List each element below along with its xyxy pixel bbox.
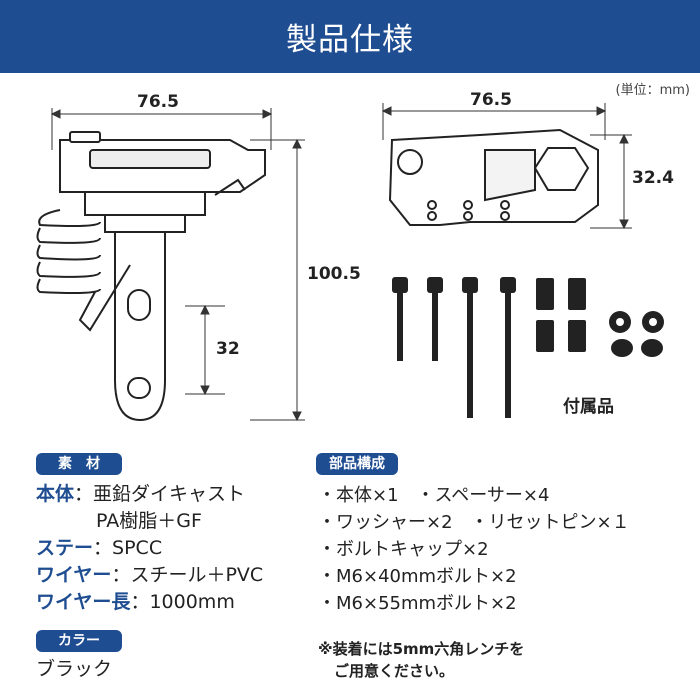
dim-right-height: 32.4 (632, 168, 674, 188)
dim-left-height: 100.5 (307, 264, 361, 284)
parts-line: ・M6×40mmボルト×2 (318, 566, 517, 587)
material-tag: 素 材 (36, 453, 122, 475)
material-row-wire-length: ワイヤー長：1000mm (36, 591, 235, 613)
parts-tag: 部品構成 (316, 453, 398, 475)
accessories-illustration (392, 277, 664, 418)
dim-right-width: 76.5 (470, 90, 512, 110)
parts-list: ・本体×1 ・スペーサー×4 ・ワッシャー×2 ・リセットピン×１ ・ボルトキャ… (318, 482, 630, 617)
accessories-label: 付属品 (563, 397, 614, 417)
material-row-body-2: PA樹脂＋GF (96, 510, 202, 532)
unit-label: (単位：mm) (615, 83, 690, 98)
material-row-body: 本体：亜鉛ダイキャスト (36, 483, 246, 505)
side-view-sketch (388, 128, 599, 226)
install-note: ※装着には5mm六角レンチを ご用意ください。 (318, 640, 525, 680)
front-view-sketch (36, 131, 266, 422)
dim-slot: 32 (216, 339, 240, 359)
header-banner: 製品仕様 (0, 0, 700, 73)
dim-left-width: 76.5 (137, 92, 179, 112)
parts-line: ・M6×55mmボルト×2 (318, 593, 517, 614)
color-tag: カラー (36, 630, 122, 652)
page-title: 製品仕様 (286, 22, 414, 58)
material-row-wire: ワイヤー：スチール＋PVC (36, 564, 264, 586)
color-value: ブラック (36, 658, 113, 680)
product-drawings (36, 103, 664, 422)
parts-line: ・ボルトキャップ×2 (318, 539, 489, 560)
material-row-stay: ステー：SPCC (36, 537, 163, 559)
parts-line: ・本体×1 ・スペーサー×4 (318, 485, 550, 506)
parts-line: ・ワッシャー×2 ・リセットピン×１ (318, 512, 630, 533)
